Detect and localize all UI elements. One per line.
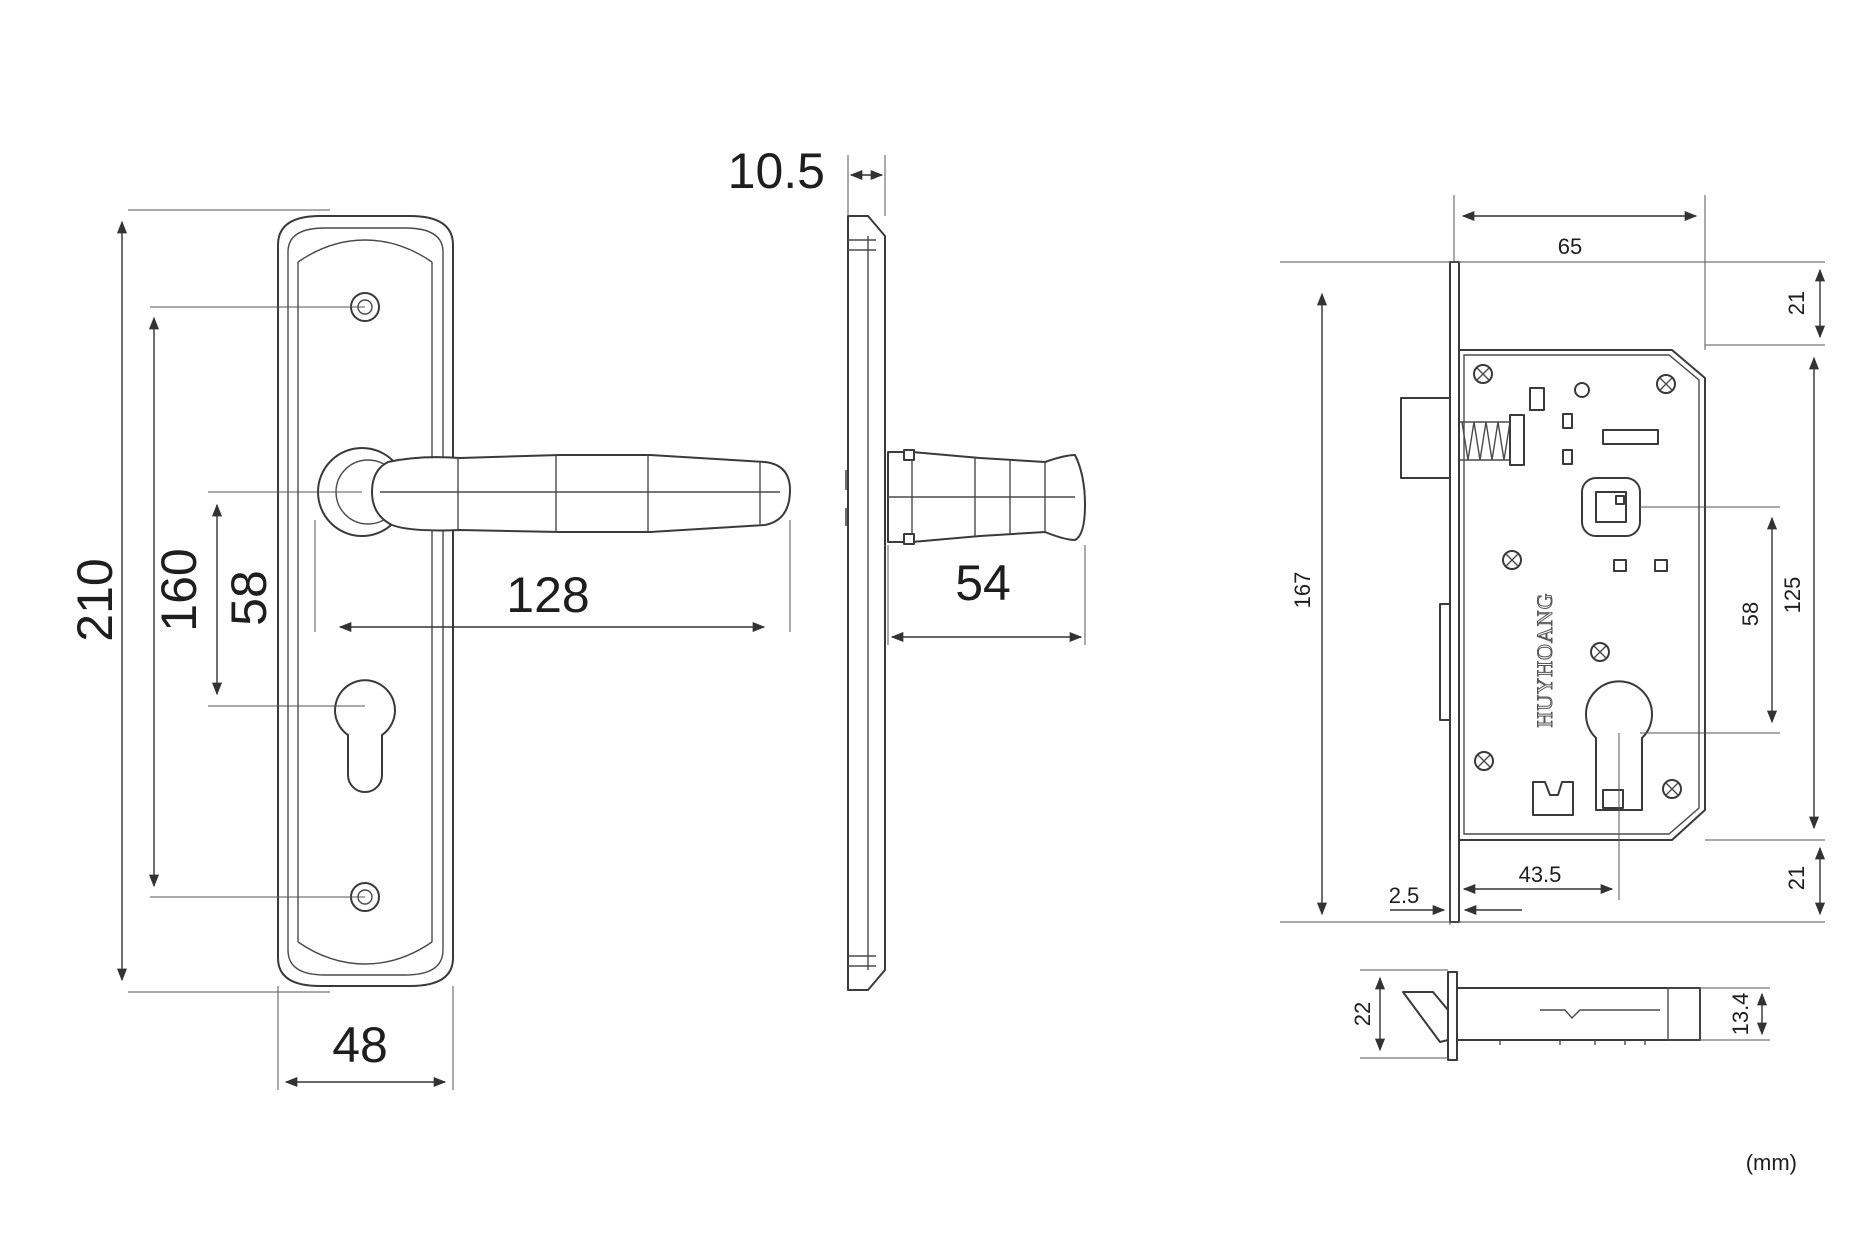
side-lever xyxy=(887,449,1086,545)
dim-10-5: 10.5 xyxy=(728,143,825,199)
dim-210: 210 xyxy=(67,558,123,641)
mortise-lock-body: HUYHOANG 65 21 167 125 58 21 43.5 2.5 xyxy=(1280,195,1826,925)
dim-13-4: 13.4 xyxy=(1728,993,1753,1036)
dim-160: 160 xyxy=(151,548,207,631)
latch-spring xyxy=(1460,414,1525,466)
unit-label: (mm) xyxy=(1746,1150,1797,1175)
handle-front-view: 210 160 58 128 48 xyxy=(67,209,791,1090)
dim-58-handle: 58 xyxy=(221,570,277,626)
lock-case xyxy=(1458,349,1706,841)
latch-bottom-view: 22 13.4 xyxy=(1350,969,1770,1061)
handle-side-view: 10.5 54 xyxy=(728,143,1086,991)
dim-21-top: 21 xyxy=(1784,291,1809,315)
dim-128: 128 xyxy=(506,567,589,623)
dim-22: 22 xyxy=(1350,1002,1375,1026)
dim-43-5: 43.5 xyxy=(1519,862,1562,887)
deadbolt xyxy=(1439,603,1451,721)
dim-54: 54 xyxy=(955,555,1011,611)
dim-21-bottom: 21 xyxy=(1784,866,1809,890)
dim-167: 167 xyxy=(1290,572,1315,609)
faceplate xyxy=(1449,261,1460,923)
dim-2-5: 2.5 xyxy=(1389,883,1420,908)
dim-58-lock: 58 xyxy=(1738,602,1763,626)
latch-bolt xyxy=(1400,397,1451,479)
dim-48: 48 xyxy=(332,1017,388,1073)
follower-spindle xyxy=(1581,477,1641,537)
keyhole xyxy=(334,679,396,793)
dim-65: 65 xyxy=(1558,234,1582,259)
case-screws xyxy=(1473,364,1682,799)
dim-125: 125 xyxy=(1780,577,1805,614)
lever-handle xyxy=(317,447,791,537)
brand-logo: HUYHOANG xyxy=(1532,592,1557,727)
